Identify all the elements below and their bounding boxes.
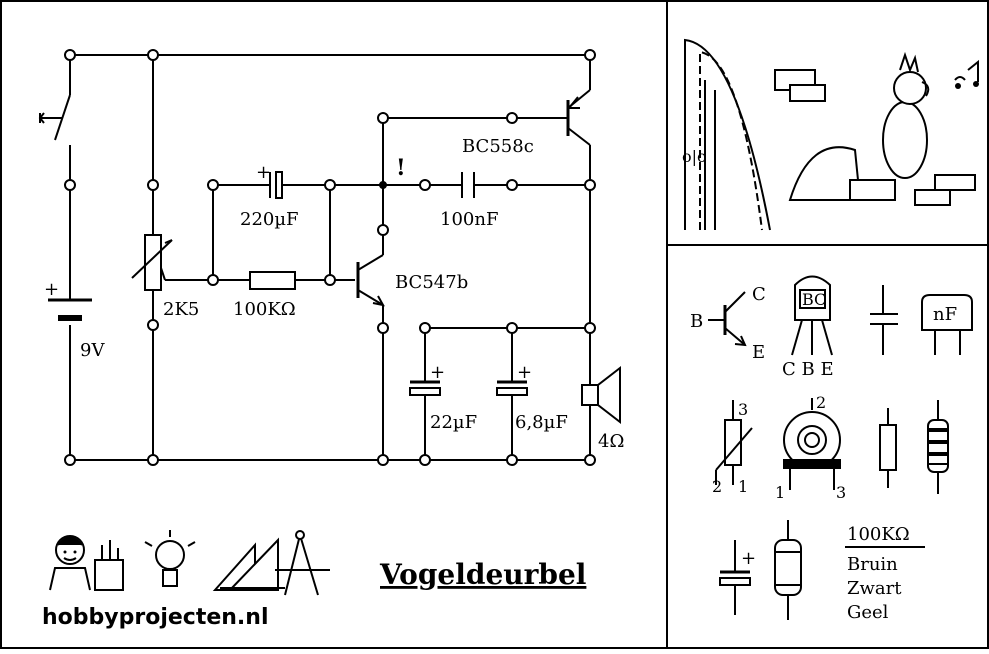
capacitor-22uf-symbol <box>409 380 441 396</box>
exclamation-mark: ! <box>396 155 406 181</box>
legend-color-band-3: Geel <box>847 602 889 623</box>
legend-color-band-1: Bruin <box>847 554 898 575</box>
legend-variable-resistor <box>715 400 753 485</box>
capacitor-100nf-symbol <box>461 172 475 198</box>
circuit-labels: + 9V 2K5 100KΩ + 220µF 100nF BC547b BC55… <box>44 136 624 452</box>
legend-emitter-label: E <box>752 342 765 363</box>
battery-label: 9V <box>80 340 105 361</box>
transistor-bc558-symbol <box>566 89 591 146</box>
transistor-bc558-label: BC558c <box>462 136 534 157</box>
pot-label: 2K5 <box>163 299 199 320</box>
door-bird-illustration: o|o <box>682 38 979 231</box>
capacitor-6-8uf-label: 6,8µF <box>515 412 568 433</box>
c3-plus: + <box>430 362 445 383</box>
legend-collector-label: C <box>752 284 766 305</box>
legend-electrolytic-plus: + <box>741 548 756 569</box>
legend-trimmer-potentiometer <box>783 398 841 490</box>
capacitor-100nf-label: 100nF <box>440 209 498 230</box>
legend-electrolytic-body <box>774 520 802 620</box>
legend-color-band-2: Zwart <box>847 578 902 599</box>
legend-trim-pin-3: 3 <box>836 483 846 502</box>
legend-color-value: 100KΩ <box>847 524 910 545</box>
svg-text:o|o: o|o <box>682 147 707 166</box>
legend-pot-pin-1: 1 <box>738 477 748 496</box>
legend-electrolytic-symbol <box>719 540 751 615</box>
battery-symbol <box>48 298 92 321</box>
transistor-bc547-symbol <box>356 254 385 307</box>
speaker-symbol <box>581 365 621 425</box>
legend-resistor-symbol <box>879 408 897 488</box>
legend-to92-body-label: BC <box>802 290 826 309</box>
legend-film-capacitor <box>921 294 973 355</box>
legend-trim-pin-2: 2 <box>816 393 826 412</box>
legend-trim-pin-1: 1 <box>775 483 785 502</box>
c1-plus: + <box>256 162 271 183</box>
page-title: Vogeldeurbel <box>379 558 586 591</box>
c4-plus: + <box>517 362 532 383</box>
switch-symbol <box>38 94 71 141</box>
legend-resistor-body <box>927 400 949 494</box>
junction-nodes <box>64 49 596 466</box>
hobby-icons <box>49 530 330 596</box>
legend-color-code: 100KΩ Bruin Zwart Geel <box>845 524 925 623</box>
legend-base-label: B <box>690 311 703 332</box>
capacitor-220uf-label: 220µF <box>240 209 299 230</box>
resistor-symbol <box>249 271 296 290</box>
resistor-label: 100KΩ <box>233 299 296 320</box>
capacitor-22uf-label: 22µF <box>430 412 477 433</box>
battery-plus: + <box>44 279 59 300</box>
legend-film-capacitor-label: nF <box>933 304 957 325</box>
legend-to92-package <box>791 275 833 356</box>
speaker-label: 4Ω <box>598 431 624 452</box>
wire-cross-dot <box>379 181 387 189</box>
legend-capacitor-symbol <box>870 285 898 355</box>
site-name: hobbyprojecten.nl <box>42 605 269 630</box>
legend-pot-pin-3: 3 <box>738 400 748 419</box>
transistor-bc547-label: BC547b <box>395 272 468 293</box>
legend-transistor-symbol <box>708 291 747 347</box>
capacitor-6-8uf-symbol <box>496 380 528 396</box>
legend-pot-pin-2: 2 <box>712 477 722 496</box>
potentiometer-symbol <box>131 234 173 291</box>
legend-to92-pins: C B E <box>782 359 834 380</box>
capacitor-220uf-symbol <box>269 171 283 199</box>
circuit-wires <box>69 54 591 461</box>
